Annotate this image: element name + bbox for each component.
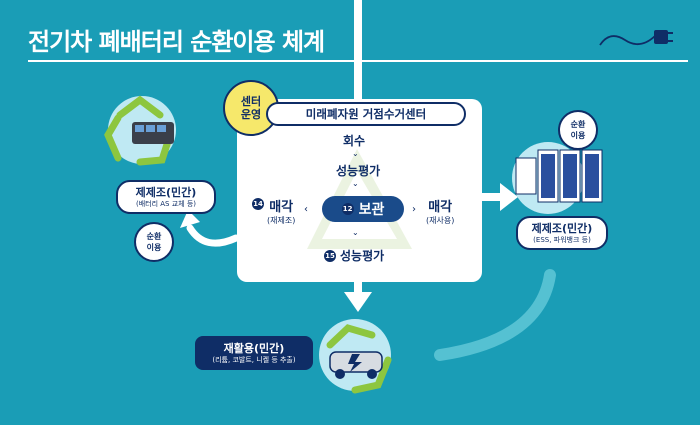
outcome-reuse: 제제조(민간) (ESS, 파워뱅크 등) xyxy=(516,216,608,250)
circulation-badge-right: 순환 이용 xyxy=(558,110,598,150)
sale-remanufacture: 14 매각 (재제조) xyxy=(252,196,295,226)
step-store-pill: 12 보관 xyxy=(322,196,404,222)
badge-line-1: 센터 xyxy=(240,95,262,108)
step-store-label: 보관 xyxy=(358,202,385,218)
sale-right-label: 매각 xyxy=(428,200,453,215)
outcome-remanufacture-sub: (배터리 AS 교체 등) xyxy=(135,199,196,208)
sale-left-sub: (재제조) xyxy=(267,216,296,225)
left-curved-arrow xyxy=(186,224,240,247)
chevron-left-icon: ‹ xyxy=(304,204,308,215)
sale-left-number-dot: 14 xyxy=(252,198,264,210)
down-connector-line xyxy=(354,282,362,294)
title-underline xyxy=(28,60,688,62)
chevron-down-icon: ⌄ xyxy=(352,149,359,158)
page-title: 전기차 폐배터리 순환이용 체계 xyxy=(28,28,325,56)
circulation-loop xyxy=(434,269,556,361)
ev-plug-icon xyxy=(599,30,673,46)
right-arrow-head xyxy=(500,183,518,211)
circulation-right-line-2: 이용 xyxy=(570,131,586,140)
top-connector-line xyxy=(354,0,362,100)
outcome-reuse-sub: (ESS, 파워뱅크 등) xyxy=(533,235,591,244)
chevron-right-icon: › xyxy=(412,204,416,215)
store-number-dot: 12 xyxy=(341,203,354,215)
badge-line-2: 운영 xyxy=(240,108,262,121)
sale-reuse: 매각 (재사용) xyxy=(426,196,454,226)
step-evaluate-bottom: 15 성능평가 xyxy=(324,247,384,264)
ess-cabinet-icon xyxy=(512,142,603,214)
sale-right-sub: (재사용) xyxy=(426,216,455,225)
right-connector-line xyxy=(482,193,502,201)
chevron-down-icon: ⌄ xyxy=(352,179,359,188)
circulation-left-line-2: 이용 xyxy=(146,243,162,252)
step-evaluate-bottom-label: 성능평가 xyxy=(340,249,385,263)
circulation-right-line-1: 순환 xyxy=(570,120,586,129)
chevron-down-icon: ⌄ xyxy=(352,228,359,237)
outcome-remanufacture-title: 제제조(민간) xyxy=(135,185,197,199)
circulation-badge-left: 순환 이용 xyxy=(134,222,174,262)
collection-center-panel xyxy=(237,99,482,282)
outcome-reuse-title: 제제조(민간) xyxy=(531,221,593,235)
step-collect: 회수 xyxy=(343,134,366,148)
down-arrow-head xyxy=(344,292,372,312)
outcome-recycle-title: 재활용(민간) xyxy=(223,341,285,355)
outcome-recycle: 재활용(민간) (리튬, 코발트, 니켈 등 추출) xyxy=(195,336,313,370)
left-arrow-head xyxy=(180,210,200,228)
circulation-left-line-1: 순환 xyxy=(146,232,162,241)
sale-left-label: 매각 xyxy=(269,200,294,215)
outcome-remanufacture: 제제조(민간) (배터리 AS 교체 등) xyxy=(116,180,216,214)
evaluate-number-dot: 15 xyxy=(324,249,336,262)
recycle-battery-icon xyxy=(104,95,176,166)
outcome-recycle-sub: (리튬, 코발트, 니켈 등 추출) xyxy=(212,355,296,364)
step-evaluate-top: 성능평가 xyxy=(336,164,381,178)
recycle-car-icon xyxy=(319,319,392,394)
center-header: 미래폐자원 거점수거센터 xyxy=(266,102,466,126)
